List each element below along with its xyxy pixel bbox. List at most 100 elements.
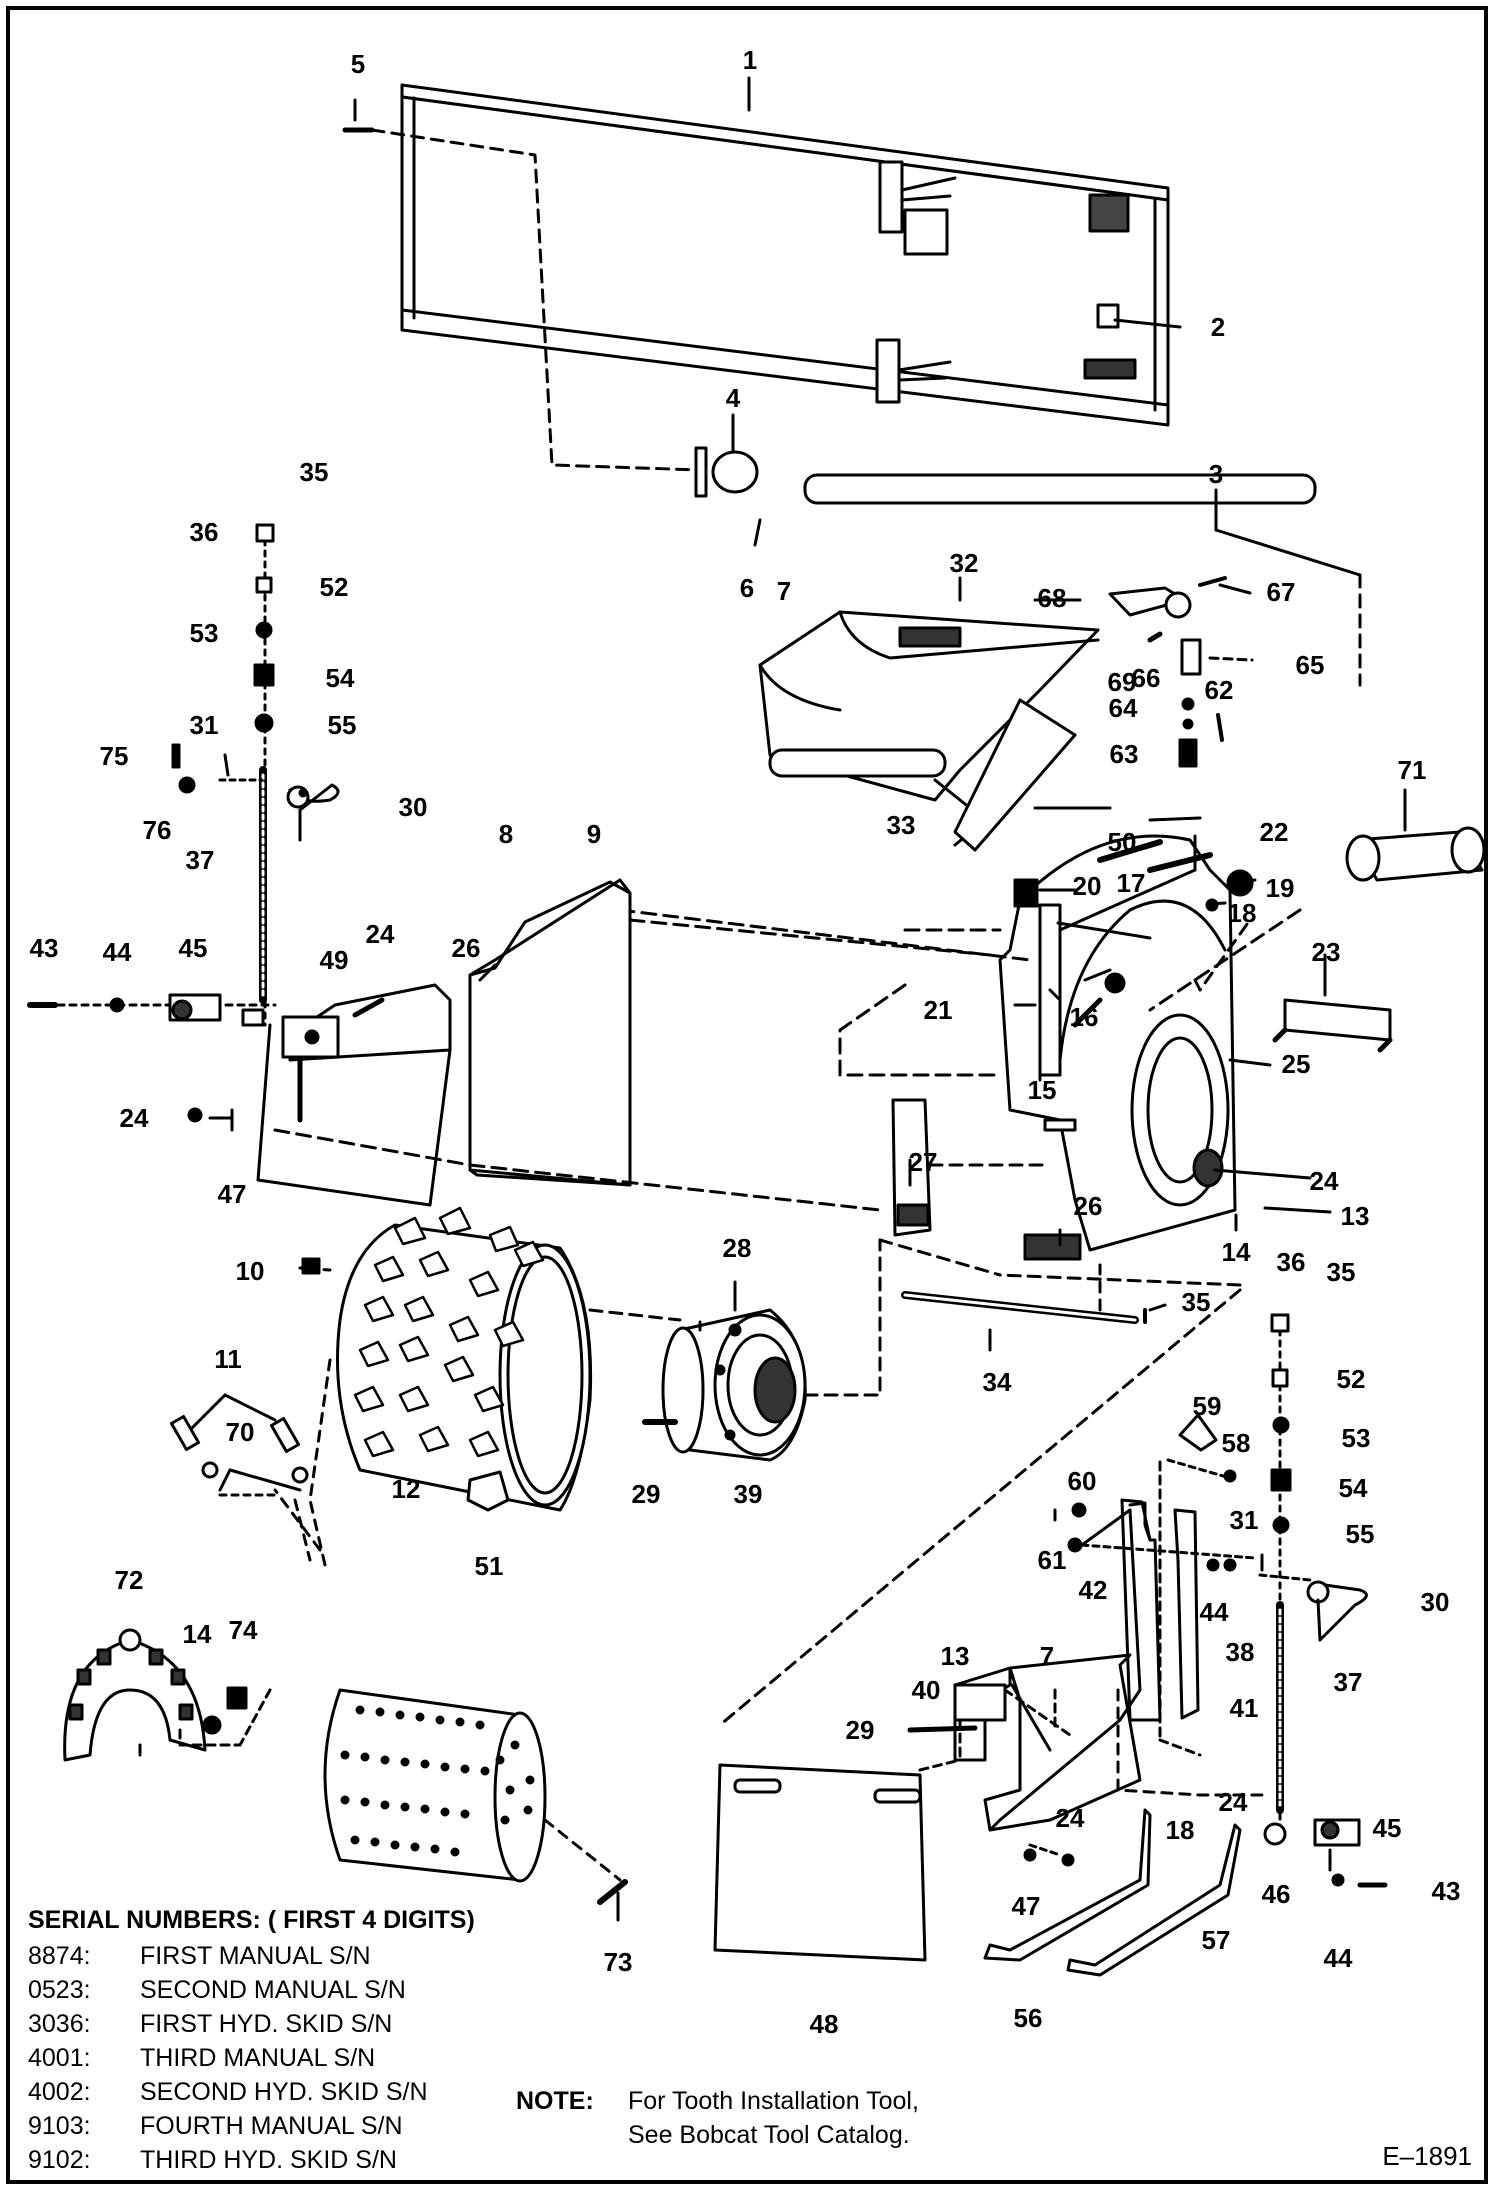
skid-shoe-part bbox=[907, 1501, 1152, 1832]
serial-desc: FIRST MANUAL S/N bbox=[140, 1942, 371, 1970]
callout-53: 53 bbox=[189, 618, 219, 648]
callout-8: 8 bbox=[498, 819, 514, 849]
bracket-part bbox=[1272, 953, 1393, 1053]
callout-14: 14 bbox=[182, 1619, 212, 1649]
callout-25: 25 bbox=[1281, 1049, 1311, 1079]
callout-27: 27 bbox=[908, 1147, 938, 1177]
callout-24: 24 bbox=[119, 1103, 149, 1133]
callout-13: 13 bbox=[940, 1641, 970, 1671]
skid-runner-part bbox=[983, 1808, 1242, 1977]
callout-18: 18 bbox=[1227, 898, 1257, 928]
callout-7: 7 bbox=[776, 576, 792, 606]
callout-33: 33 bbox=[886, 810, 916, 840]
figure-id: E–1891 bbox=[1382, 2141, 1472, 2171]
callout-5: 5 bbox=[350, 49, 366, 79]
hinge-part bbox=[1108, 576, 1254, 768]
callout-47: 47 bbox=[1011, 1891, 1041, 1921]
serial-row: 4001: THIRD MANUAL S/N bbox=[28, 2041, 475, 2075]
callout-26: 26 bbox=[1073, 1191, 1103, 1221]
callout-45: 45 bbox=[1372, 1813, 1402, 1843]
callout-51: 51 bbox=[474, 1551, 504, 1581]
tooth-cap-part bbox=[466, 1470, 510, 1512]
callout-24: 24 bbox=[365, 919, 395, 949]
callout-3: 3 bbox=[1208, 459, 1224, 489]
callout-62: 62 bbox=[1204, 675, 1234, 705]
serial-row: 3036: FIRST HYD. SKID S/N bbox=[28, 2007, 475, 2041]
callout-65: 65 bbox=[1295, 650, 1325, 680]
callout-35: 35 bbox=[1326, 1257, 1356, 1287]
serial-code: 4001: bbox=[28, 2044, 91, 2072]
callout-55: 55 bbox=[327, 710, 357, 740]
serial-desc: SECOND HYD. SKID S/N bbox=[140, 2078, 428, 2106]
serial-desc: THIRD HYD. SKID S/N bbox=[140, 2146, 397, 2174]
callout-24: 24 bbox=[1309, 1166, 1339, 1196]
shoe-plate-part bbox=[713, 1763, 927, 1962]
callout-28: 28 bbox=[722, 1233, 752, 1263]
hood-cover-part bbox=[758, 576, 1100, 852]
callout-37: 37 bbox=[1333, 1667, 1363, 1697]
callout-66: 66 bbox=[1131, 663, 1161, 693]
diagram-frame bbox=[6, 6, 1488, 2184]
callout-20: 20 bbox=[1072, 871, 1102, 901]
callout-52: 52 bbox=[319, 572, 349, 602]
callout-71: 71 bbox=[1397, 755, 1427, 785]
serial-numbers-legend: SERIAL NUMBERS: ( FIRST 4 DIGITS) 8874:F… bbox=[28, 1906, 475, 2177]
serial-desc: THIRD MANUAL S/N bbox=[140, 2044, 376, 2072]
callout-43: 43 bbox=[1431, 1876, 1461, 1906]
callout-73: 73 bbox=[603, 1947, 633, 1977]
callout-41: 41 bbox=[1229, 1693, 1259, 1723]
left-pivot-hardware-part bbox=[27, 993, 277, 1132]
rotor-drum-part bbox=[301, 1206, 593, 1512]
callout-29: 29 bbox=[631, 1479, 661, 1509]
callout-61: 61 bbox=[1037, 1545, 1067, 1575]
callout-55: 55 bbox=[1345, 1519, 1375, 1549]
callout-60: 60 bbox=[1067, 1466, 1097, 1496]
callout-67: 67 bbox=[1266, 577, 1296, 607]
callout-1: 1 bbox=[742, 45, 758, 75]
callout-37: 37 bbox=[185, 845, 215, 875]
callout-43: 43 bbox=[29, 933, 59, 963]
callout-39: 39 bbox=[733, 1479, 763, 1509]
callout-38: 38 bbox=[1225, 1637, 1255, 1667]
callout-47: 47 bbox=[217, 1179, 247, 1209]
callout-17: 17 bbox=[1116, 868, 1146, 898]
roller-part bbox=[1345, 788, 1486, 882]
callout-24: 24 bbox=[1218, 1787, 1248, 1817]
callout-2: 2 bbox=[1210, 312, 1226, 342]
callout-29: 29 bbox=[845, 1715, 875, 1745]
callout-49: 49 bbox=[319, 945, 349, 975]
callout-12: 12 bbox=[391, 1474, 421, 1504]
callout-30: 30 bbox=[1420, 1587, 1450, 1617]
callout-54: 54 bbox=[1338, 1473, 1368, 1503]
callout-68: 68 bbox=[1037, 583, 1067, 613]
callout-18: 18 bbox=[1165, 1815, 1195, 1845]
tube-assembly-part bbox=[694, 413, 1362, 687]
callout-19: 19 bbox=[1265, 873, 1295, 903]
callout-26: 26 bbox=[451, 933, 481, 963]
mounting-frame-part bbox=[400, 83, 1170, 427]
serial-desc: FIRST HYD. SKID S/N bbox=[140, 2010, 393, 2038]
serial-code: 9102: bbox=[28, 2146, 91, 2174]
callout-74: 74 bbox=[228, 1615, 258, 1645]
callout-7: 7 bbox=[1039, 1641, 1055, 1671]
callout-54: 54 bbox=[325, 663, 355, 693]
bolt-part bbox=[342, 98, 375, 133]
serial-code: 3036: bbox=[28, 2010, 91, 2038]
serial-desc: FOURTH MANUAL S/N bbox=[140, 2112, 403, 2140]
callout-70: 70 bbox=[225, 1417, 255, 1447]
callout-69: 69 bbox=[1107, 667, 1137, 697]
note-label: NOTE: bbox=[516, 2087, 594, 2115]
callout-72: 72 bbox=[114, 1565, 144, 1595]
callout-30: 30 bbox=[398, 792, 428, 822]
callout-64: 64 bbox=[1108, 693, 1138, 723]
callout-32: 32 bbox=[949, 548, 979, 578]
drive-motor-part bbox=[661, 1280, 807, 1462]
side-plate-part bbox=[256, 878, 632, 1207]
tooth-hardware-part bbox=[169, 1358, 332, 1567]
callout-44: 44 bbox=[1323, 1943, 1353, 1973]
callout-59: 59 bbox=[1192, 1391, 1222, 1421]
callout-36: 36 bbox=[1276, 1247, 1306, 1277]
callout-76: 76 bbox=[142, 815, 172, 845]
serial-row: 4002:SECOND HYD. SKID S/N bbox=[28, 2075, 475, 2109]
